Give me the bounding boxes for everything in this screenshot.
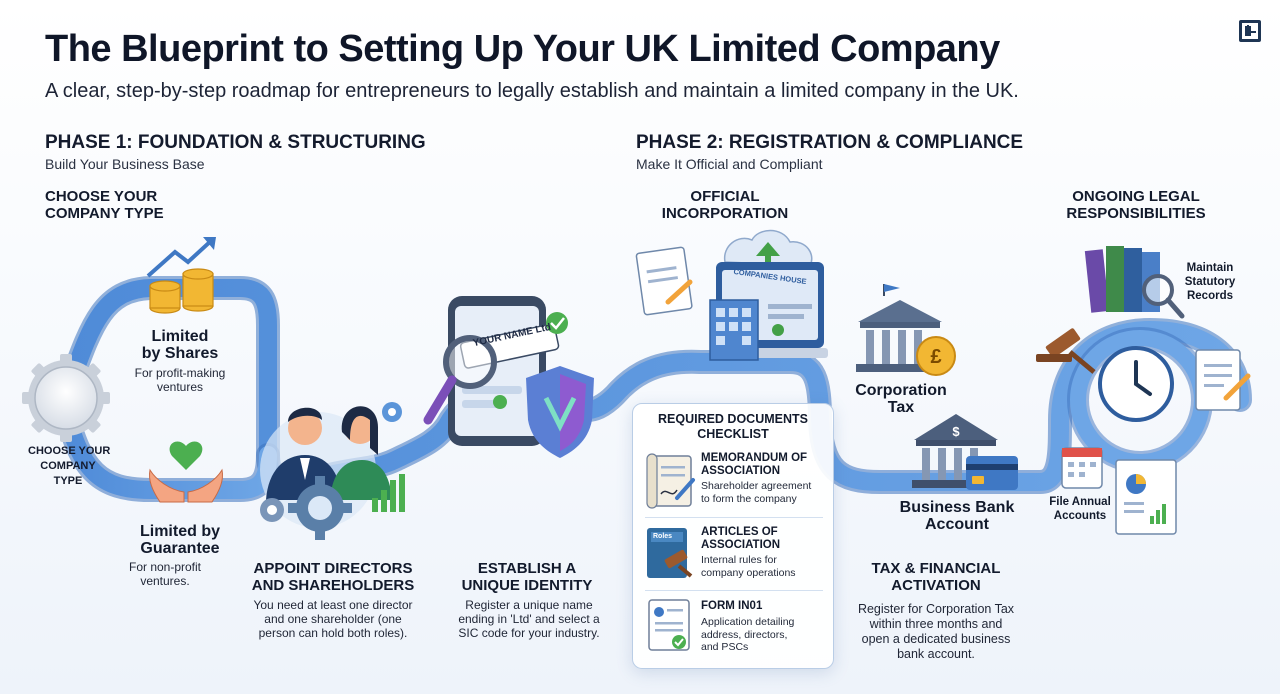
pound-coin-icon: £ — [916, 336, 956, 376]
directors-title: APPOINT DIRECTORS AND SHAREHOLDERS — [251, 560, 415, 594]
small-gear-icon — [260, 498, 284, 522]
start-gear-icon — [22, 354, 110, 442]
required-documents-checklist: REQUIRED DOCUMENTS CHECKLIST MEMORANDUM … — [632, 403, 834, 669]
coins-growth-icon — [146, 237, 216, 314]
calendar-icon — [1061, 447, 1103, 489]
tax-activation-desc: Register for Corporation Tax within thre… — [857, 602, 1015, 661]
articles-title: ARTICLES OF ASSOCIATION — [701, 526, 781, 551]
option-guarantee-desc: For non-profit ventures. — [128, 560, 202, 588]
rules-book-gavel-icon — [647, 528, 693, 578]
option-shares-title: Limited by Shares — [141, 328, 219, 362]
document-signing-icon — [635, 246, 693, 316]
option-guarantee-title: Limited by Guarantee — [139, 523, 220, 557]
option-shares-desc: For profit-making ventures — [134, 366, 226, 394]
gear-icon — [288, 476, 352, 540]
brand-logo-icon — [1239, 20, 1261, 42]
check-badge-icon — [546, 312, 568, 334]
annual-report-icon — [1115, 459, 1177, 535]
tax-activation-title: TAX & FINANCIAL ACTIVATION — [871, 560, 1001, 594]
corporation-tax-label: Corporation Tax — [855, 382, 947, 416]
scroll-document-icon — [646, 453, 695, 509]
phase-2-title: PHASE 2: REGISTRATION & COMPLIANCE — [636, 132, 1024, 153]
form-in01-title: FORM IN01 — [701, 600, 763, 612]
signed-document-icon — [1195, 349, 1251, 411]
checklist-title: REQUIRED DOCUMENTS CHECKLIST — [657, 412, 808, 441]
clock-icon — [1098, 346, 1174, 422]
form-document-icon — [648, 599, 690, 651]
magnifier-icon — [423, 335, 497, 425]
svg-text:$: $ — [952, 424, 960, 439]
checklist-item-form-in01: FORM IN01 Application detailing address,… — [643, 594, 825, 660]
rules-book-label: Roles — [653, 533, 673, 540]
page-subtitle: A clear, step-by-step roadmap for entrep… — [45, 80, 1019, 102]
ongoing-title: ONGOING LEGAL RESPONSIBILITIES — [1066, 188, 1206, 222]
memorandum-desc: Shareholder agreement to form the compan… — [701, 480, 812, 505]
directors-desc: You need at least one director and one s… — [253, 598, 413, 640]
bank-account-label: Business Bank Account — [899, 499, 1015, 533]
start-gear-label: CHOOSE YOUR COMPANY TYPE — [28, 445, 111, 487]
search-icon — [1142, 274, 1185, 319]
identity-title: ESTABLISH A UNIQUE IDENTITY — [461, 560, 593, 594]
checklist-divider — [645, 517, 823, 518]
gavel-icon — [1036, 328, 1096, 374]
cloud-upload-icon — [723, 229, 813, 280]
checklist-item-articles: Roles ARTICLES OF ASSOCIATION Internal r… — [643, 522, 825, 588]
heart-hands-icon — [149, 441, 223, 503]
bank-card-icon — [966, 456, 1018, 490]
phase-1-title: PHASE 1: FOUNDATION & STRUCTURING — [45, 132, 426, 153]
articles-desc: Internal rules for company operations — [701, 554, 796, 579]
incorporation-title: OFFICIAL INCORPORATION — [661, 188, 789, 222]
choose-company-type-heading: CHOOSE YOUR COMPANY TYPE — [45, 188, 164, 222]
checklist-divider — [645, 590, 823, 591]
blue-gear-icon — [382, 402, 402, 422]
statutory-records-label: Maintain Statutory Records — [1184, 262, 1236, 302]
tax-office-building-icon — [856, 284, 944, 372]
bar-chart-icon — [372, 474, 405, 512]
directors-illustration — [260, 406, 392, 528]
shield-icon — [526, 366, 594, 458]
checklist-item-memorandum: MEMORANDUM OF ASSOCIATION Shareholder ag… — [643, 450, 825, 516]
annual-accounts-label: File Annual Accounts — [1049, 496, 1111, 522]
companies-house-monitor — [709, 262, 828, 361]
identity-desc: Register a unique name ending in 'Ltd' a… — [458, 598, 600, 640]
form-in01-desc: Application detailing address, directors… — [701, 616, 795, 653]
phase-1-subtitle: Build Your Business Base — [45, 156, 205, 172]
page-title: The Blueprint to Setting Up Your UK Limi… — [45, 28, 1000, 70]
phase-2-subtitle: Make It Official and Compliant — [636, 156, 823, 172]
svg-text:£: £ — [930, 346, 941, 368]
memorandum-title: MEMORANDUM OF ASSOCIATION — [701, 452, 808, 477]
